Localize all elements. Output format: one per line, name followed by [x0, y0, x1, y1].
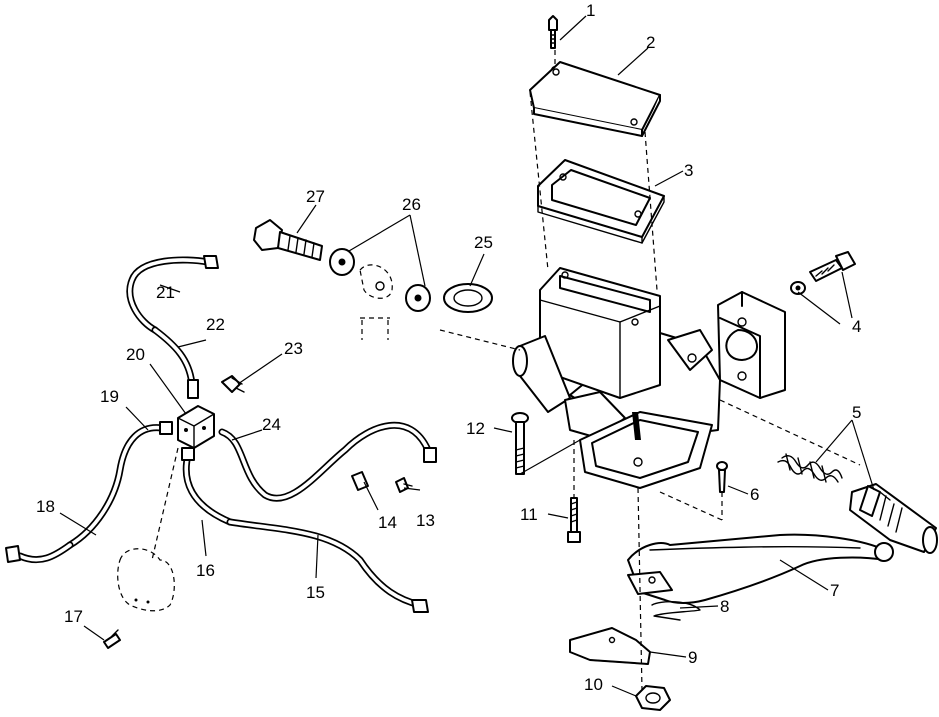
- callout-3: 3: [684, 161, 693, 180]
- part-16-brake-line: [181, 447, 234, 526]
- callout-8: 8: [720, 597, 729, 616]
- bore-axis-right: [719, 399, 861, 466]
- callout-24: 24: [262, 415, 281, 434]
- part-5-piston: [849, 483, 938, 554]
- part-20-junction-block: [177, 405, 215, 449]
- master-cylinder-body: [512, 267, 721, 441]
- callout-16: 16: [196, 561, 215, 580]
- part-23-bleeder: [221, 375, 245, 393]
- callout-14: 14: [378, 513, 397, 532]
- part-12-banjo-bolt: [511, 412, 529, 475]
- junction-mount-axis: [151, 447, 179, 561]
- part-2-reservoir-cover: [529, 61, 661, 137]
- pivot-stack-axis: [637, 487, 643, 691]
- part-9-stop-plate: [569, 627, 651, 665]
- part-21-brake-line: [126, 255, 219, 334]
- part-25-washer: [443, 283, 493, 313]
- callout-20: 20: [126, 345, 145, 364]
- callout-2: 2: [646, 33, 655, 52]
- callout-6: 6: [750, 485, 759, 504]
- callout-27: 27: [306, 187, 325, 206]
- part-6-pivot-bolt: [716, 461, 728, 493]
- part-14-bleeder-cap: [351, 471, 369, 491]
- part-18-brake-line: [5, 541, 74, 564]
- lever-pivot-plate: [579, 411, 713, 489]
- bore-axis-left: [439, 329, 521, 351]
- callout-17: 17: [64, 607, 83, 626]
- callout-12: 12: [466, 419, 485, 438]
- part-4-clamp-bolt: [790, 251, 856, 295]
- callout-10: 10: [584, 675, 603, 694]
- part-27-banjo-bolt: [253, 219, 323, 261]
- part-17-mount-screw: [103, 629, 121, 649]
- leader-lines: [59, 15, 875, 697]
- part-13-bleeder-screw: [395, 477, 413, 493]
- callout-18: 18: [36, 497, 55, 516]
- callout-labels: 1 2 3 4 5 6 7 8 9 10 11 12 13 14 15 16 1…: [36, 1, 861, 694]
- callout-21: 21: [156, 283, 175, 302]
- callout-19: 19: [100, 387, 119, 406]
- callout-4: 4: [852, 317, 861, 336]
- part-19-brake-line: [66, 421, 173, 549]
- callout-9: 9: [688, 648, 697, 667]
- callout-7: 7: [830, 581, 839, 600]
- part-22-brake-line: [151, 326, 199, 399]
- pivot-axis: [659, 491, 723, 521]
- part-26-sealing-washers: [329, 248, 431, 340]
- part-11-screw: [567, 497, 581, 543]
- callout-5: 5: [852, 403, 861, 422]
- callout-13: 13: [416, 511, 435, 530]
- callout-26: 26: [402, 195, 421, 214]
- part-4-handlebar-clamp: [717, 291, 786, 399]
- part-10-lock-nut: [635, 685, 671, 711]
- callout-25: 25: [474, 233, 493, 252]
- callout-23: 23: [284, 339, 303, 358]
- part-7-brake-lever: [627, 533, 894, 604]
- part-8-lever-spring: [651, 601, 701, 621]
- part-3-diaphragm: [537, 159, 665, 244]
- callout-22: 22: [206, 315, 225, 334]
- callout-11: 11: [520, 505, 538, 524]
- stack-axis-left: [529, 91, 549, 271]
- part-5-piston-spring: [777, 453, 843, 483]
- callout-1: 1: [586, 1, 595, 20]
- callout-15: 15: [306, 583, 325, 602]
- frame-bracket: [117, 548, 175, 612]
- part-24-brake-line: [218, 421, 437, 502]
- banjo-bolt-leader: [519, 439, 581, 475]
- part-15-brake-line: [226, 518, 429, 613]
